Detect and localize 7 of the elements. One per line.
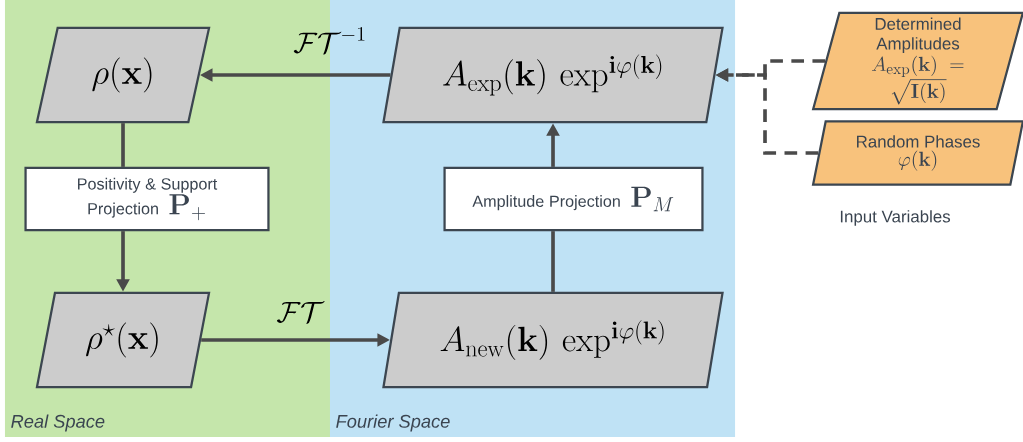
parallelogram-box: $A_{\mathrm{new}}(\mathbf{k})\,\exp^{\mathbf{i}\varphi(\mathbf{k})}$ xyxy=(382,291,724,389)
process-box: Positivity & Support Projection $\mathbf{P}_{+}$ xyxy=(24,166,270,232)
parallelogram-box: $A_{\mathrm{exp}}(\mathbf{k})\,\exp^{\mathbf{i}\varphi(\mathbf{k})}$ xyxy=(382,26,724,124)
edge-label: $\mathcal{FT}$ xyxy=(276,301,325,324)
caption: Input Variables xyxy=(840,210,951,226)
edge-label: $\mathcal{FT}^{-1}$ xyxy=(293,27,365,55)
process-box: Amplitude Projection $\mathbf{P}_{M}$ xyxy=(443,166,704,232)
